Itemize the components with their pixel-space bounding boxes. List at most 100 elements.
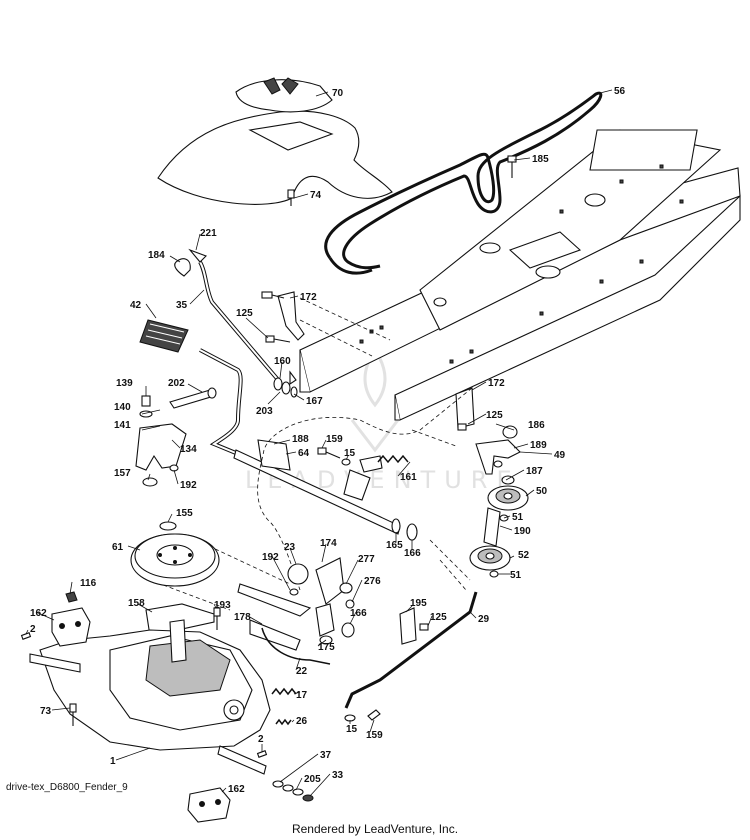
spring-17: [271, 687, 297, 696]
callout-125-bottom: 125: [430, 612, 447, 623]
diagram-caption: drive-tex_D6800_Fender_9: [6, 782, 128, 793]
callout-174: 174: [320, 538, 337, 549]
spring-161: [377, 454, 409, 464]
ring-23: [287, 563, 309, 585]
callout-56: 56: [614, 86, 626, 97]
callout-74: 74: [310, 190, 322, 201]
callout-172-top: 172: [300, 292, 317, 303]
callout-33: 33: [332, 770, 344, 781]
key-155: [159, 521, 177, 531]
callout-52: 52: [518, 550, 530, 561]
shift-linkage: [237, 557, 355, 665]
callout-166-mid: 166: [350, 608, 367, 619]
axle-mount-bottom: [187, 787, 231, 823]
bracket-assembly-134: [135, 395, 187, 487]
callout-195: 195: [410, 598, 427, 609]
callout-141: 141: [114, 420, 131, 431]
callout-165: 165: [386, 540, 403, 551]
callout-22: 22: [296, 666, 308, 677]
main-frame: [299, 129, 741, 421]
parking-bar: [199, 348, 249, 460]
callout-51-top: 51: [512, 512, 524, 523]
brake-pedal: [139, 319, 189, 353]
screw-74: [287, 189, 295, 206]
callout-116: 116: [80, 578, 97, 589]
callout-161: 161: [400, 472, 417, 483]
callout-23: 23: [284, 542, 296, 553]
callout-175: 175: [318, 642, 335, 653]
washers-37-205-33: [272, 780, 314, 802]
callout-50: 50: [536, 486, 548, 497]
callout-192-left: 192: [180, 480, 197, 491]
callout-2-bottom: 2: [258, 734, 264, 745]
key-2-bottom: [256, 750, 268, 758]
callout-26: 26: [296, 716, 308, 727]
callout-159-bottom: 159: [366, 730, 383, 741]
callout-158: 158: [128, 598, 145, 609]
bracket-172-right: [455, 387, 475, 431]
callout-185: 185: [532, 154, 549, 165]
pedal-rod: [198, 260, 282, 384]
idler-bracket-190: [483, 507, 501, 547]
bolt-125-top: [265, 335, 291, 343]
callout-37: 37: [320, 750, 332, 761]
callout-203: 203: [256, 406, 273, 417]
transmission-pulley: [130, 533, 220, 587]
axle-mount-top: [51, 607, 91, 647]
callout-29: 29: [478, 614, 490, 625]
callout-140: 140: [114, 402, 131, 413]
key-2-top: [20, 632, 32, 640]
callout-139: 139: [116, 378, 133, 389]
callout-189: 189: [530, 440, 547, 451]
callout-277: 277: [358, 554, 375, 565]
callout-188: 188: [292, 434, 309, 445]
link-202: [169, 387, 217, 409]
fender: [157, 77, 393, 205]
spring-26: [275, 718, 292, 726]
nut-192: [289, 588, 299, 596]
callout-35: 35: [176, 300, 188, 311]
callout-49: 49: [554, 450, 566, 461]
idler-arm: [475, 425, 521, 485]
callout-125-top: 125: [236, 308, 253, 319]
bracket-172-top: [261, 291, 305, 341]
idler-pulley-52: [469, 545, 511, 578]
callout-162-top: 162: [30, 608, 47, 619]
callout-184: 184: [148, 250, 165, 261]
control-rod-29: [344, 591, 478, 722]
drive-belt: [324, 91, 603, 275]
rendered-by: Rendered by LeadVenture, Inc.: [291, 822, 459, 836]
callout-276: 276: [364, 576, 381, 587]
callout-202: 202: [168, 378, 185, 389]
callout-15-bottom: 15: [346, 724, 358, 735]
callout-labels: 70 56 185 74 221 184 172 42 35 125 160 1…: [30, 86, 626, 795]
callout-187: 187: [526, 466, 543, 477]
callout-162-bottom: 162: [228, 784, 245, 795]
washer-15-top: [341, 458, 351, 466]
bolt-185: [507, 155, 517, 178]
callout-172-right: 172: [488, 378, 505, 389]
callout-70: 70: [332, 88, 344, 99]
callout-125-right: 125: [486, 410, 503, 421]
callout-166-right: 166: [404, 548, 421, 559]
hardware-160-203-167: [273, 370, 298, 398]
pin-221: [188, 248, 207, 263]
callout-178: 178: [234, 612, 251, 623]
callout-15-top: 15: [344, 448, 356, 459]
clip-184: [174, 258, 191, 277]
callout-157: 157: [114, 468, 131, 479]
callout-17: 17: [296, 690, 308, 701]
callout-155: 155: [176, 508, 193, 519]
callout-193: 193: [214, 600, 231, 611]
callout-2-top: 2: [30, 624, 36, 635]
callout-51-bottom: 51: [510, 570, 522, 581]
callout-186: 186: [528, 420, 545, 431]
callout-1: 1: [110, 756, 116, 767]
callout-134: 134: [180, 444, 197, 455]
callout-221: 221: [200, 228, 217, 239]
callout-61: 61: [112, 542, 124, 553]
callout-167: 167: [306, 396, 323, 407]
callout-190: 190: [514, 526, 531, 537]
transaxle: [29, 619, 271, 775]
